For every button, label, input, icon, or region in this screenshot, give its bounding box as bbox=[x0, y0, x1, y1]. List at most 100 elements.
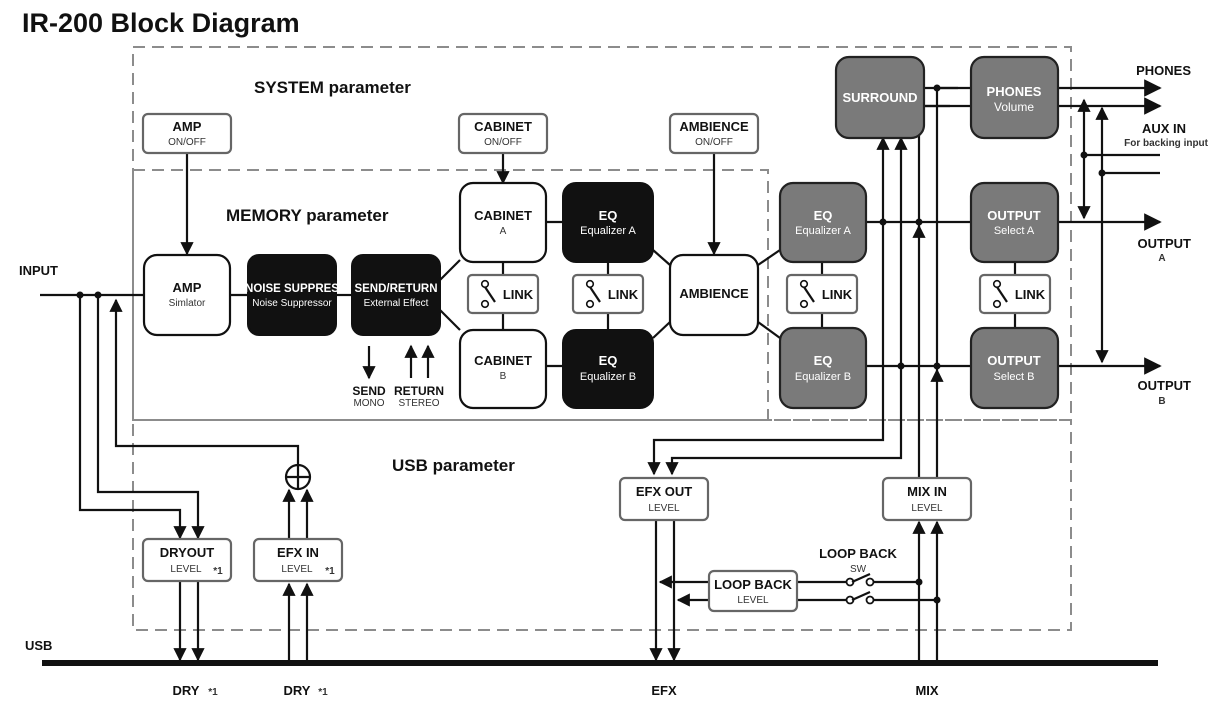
svg-text:CABINET: CABINET bbox=[474, 119, 532, 134]
amp-simulator-block: AMP Simlator bbox=[142, 253, 232, 337]
svg-text:A: A bbox=[500, 226, 507, 237]
dry-port-2-label: DRY bbox=[284, 683, 311, 698]
eq2-a-block: EQ Equalizer A bbox=[778, 181, 868, 264]
svg-text:LEVEL: LEVEL bbox=[648, 503, 680, 514]
return-sub-label: STEREO bbox=[398, 398, 439, 409]
svg-text:EQ: EQ bbox=[814, 353, 833, 368]
svg-text:B: B bbox=[500, 371, 507, 382]
svg-text:Select B: Select B bbox=[994, 371, 1035, 383]
svg-text:ON/OFF: ON/OFF bbox=[484, 137, 522, 148]
svg-text:AMBIENCE: AMBIENCE bbox=[679, 286, 749, 301]
output-b-label: OUTPUT bbox=[1138, 378, 1192, 393]
phones-volume-block: PHONES Volume bbox=[969, 55, 1060, 140]
loop-back-sw-sub: SW bbox=[850, 564, 867, 575]
output-b-block: OUTPUT Select B bbox=[969, 326, 1060, 410]
link-eq2: LINK bbox=[785, 273, 859, 315]
svg-text:LINK: LINK bbox=[822, 287, 853, 302]
svg-text:LEVEL: LEVEL bbox=[281, 564, 313, 575]
svg-text:Select A: Select A bbox=[994, 225, 1035, 237]
svg-text:Equalizer A: Equalizer A bbox=[795, 225, 851, 237]
surround-block: SURROUND bbox=[834, 55, 926, 140]
svg-text:LEVEL: LEVEL bbox=[911, 503, 943, 514]
efx-port-label: EFX bbox=[651, 683, 677, 698]
svg-text:OUTPUT: OUTPUT bbox=[987, 353, 1041, 368]
output-a-label: OUTPUT bbox=[1138, 236, 1192, 251]
svg-text:External Effect: External Effect bbox=[364, 298, 429, 309]
svg-text:LEVEL: LEVEL bbox=[170, 564, 202, 575]
ambience-onoff-block: AMBIENCE ON/OFF bbox=[668, 112, 760, 155]
svg-text:MIX IN: MIX IN bbox=[907, 484, 947, 499]
svg-text:LINK: LINK bbox=[608, 287, 639, 302]
cabinet-b-block: CABINET B bbox=[458, 328, 548, 410]
dry-port-2-note: *1 bbox=[318, 687, 328, 698]
cabinet-a-block: CABINET A bbox=[458, 181, 548, 264]
svg-text:CABINET: CABINET bbox=[474, 208, 532, 223]
svg-text:LOOP BACK: LOOP BACK bbox=[714, 577, 792, 592]
svg-text:NOISE SUPPRES: NOISE SUPPRES bbox=[245, 283, 339, 295]
svg-text:SURROUND: SURROUND bbox=[842, 90, 917, 105]
aux-in-label: AUX IN bbox=[1142, 121, 1186, 136]
svg-text:Equalizer B: Equalizer B bbox=[795, 371, 851, 383]
usb-parameter-label: USB parameter bbox=[392, 456, 515, 475]
svg-text:SEND/RETURN: SEND/RETURN bbox=[354, 283, 437, 295]
output-b-sub-label: B bbox=[1158, 396, 1165, 407]
svg-text:AMP: AMP bbox=[173, 119, 202, 134]
svg-text:Volume: Volume bbox=[994, 100, 1034, 114]
svg-text:ON/OFF: ON/OFF bbox=[695, 137, 733, 148]
ambience-block: AMBIENCE bbox=[668, 253, 760, 337]
svg-text:EFX OUT: EFX OUT bbox=[636, 484, 692, 499]
svg-text:CABINET: CABINET bbox=[474, 353, 532, 368]
output-a-block: OUTPUT Select A bbox=[969, 181, 1060, 264]
dryout-level-block: DRYOUT LEVEL *1 bbox=[141, 537, 233, 583]
return-label: RETURN bbox=[394, 384, 444, 398]
send-label: SEND bbox=[352, 384, 386, 398]
send-sub-label: MONO bbox=[353, 398, 384, 409]
loop-back-sw-label: LOOP BACK bbox=[819, 546, 897, 561]
svg-text:ON/OFF: ON/OFF bbox=[168, 137, 206, 148]
dry-port-1-label: DRY bbox=[173, 683, 200, 698]
svg-text:EQ: EQ bbox=[814, 208, 833, 223]
input-label: INPUT bbox=[19, 263, 58, 278]
svg-text:EQ: EQ bbox=[599, 208, 618, 223]
svg-text:Equalizer B: Equalizer B bbox=[580, 371, 636, 383]
svg-text:Equalizer A: Equalizer A bbox=[580, 225, 636, 237]
send-return-block: SEND/RETURN External Effect bbox=[351, 254, 441, 336]
system-parameter-label: SYSTEM parameter bbox=[254, 78, 411, 97]
link-output: LINK bbox=[978, 273, 1052, 315]
eq2-b-block: EQ Equalizer B bbox=[778, 326, 868, 410]
svg-text:LINK: LINK bbox=[503, 287, 534, 302]
mix-port-label: MIX bbox=[915, 683, 938, 698]
cabinet-onoff-block: CABINET ON/OFF bbox=[457, 112, 549, 155]
svg-text:EQ: EQ bbox=[599, 353, 618, 368]
aux-in-sub-label: For backing input bbox=[1124, 138, 1209, 149]
usb-region bbox=[132, 419, 1072, 631]
svg-text:PHONES: PHONES bbox=[987, 84, 1042, 99]
svg-text:Simlator: Simlator bbox=[169, 298, 206, 309]
svg-text:AMBIENCE: AMBIENCE bbox=[679, 119, 749, 134]
link-eq: LINK bbox=[571, 273, 645, 315]
output-a-sub-label: A bbox=[1158, 253, 1165, 264]
phones-label: PHONES bbox=[1136, 63, 1191, 78]
svg-text:Noise Suppressor: Noise Suppressor bbox=[252, 298, 332, 309]
svg-text:EFX IN: EFX IN bbox=[277, 545, 319, 560]
noise-suppressor-block: NOISE SUPPRES Noise Suppressor bbox=[245, 254, 339, 336]
dry-port-1-note: *1 bbox=[208, 687, 218, 698]
page-title: IR-200 Block Diagram bbox=[22, 8, 300, 38]
efx-out-level-block: EFX OUT LEVEL bbox=[618, 476, 710, 522]
efx-in-level-block: EFX IN LEVEL *1 bbox=[252, 537, 344, 583]
memory-parameter-label: MEMORY parameter bbox=[226, 206, 389, 225]
mix-in-level-block: MIX IN LEVEL bbox=[881, 476, 973, 522]
loop-back-level-block: LOOP BACK LEVEL bbox=[707, 569, 799, 613]
svg-text:OUTPUT: OUTPUT bbox=[987, 208, 1041, 223]
system-region bbox=[132, 46, 1072, 421]
link-cabinet: LINK bbox=[466, 273, 540, 315]
svg-text:LEVEL: LEVEL bbox=[737, 595, 769, 606]
svg-text:LINK: LINK bbox=[1015, 287, 1046, 302]
svg-text:AMP: AMP bbox=[173, 280, 202, 295]
svg-text:DRYOUT: DRYOUT bbox=[160, 545, 214, 560]
svg-text:*1: *1 bbox=[213, 566, 223, 577]
eq-b-block: EQ Equalizer B bbox=[562, 329, 654, 409]
eq-a-block: EQ Equalizer A bbox=[562, 182, 654, 263]
amp-onoff-block: AMP ON/OFF bbox=[141, 112, 233, 155]
